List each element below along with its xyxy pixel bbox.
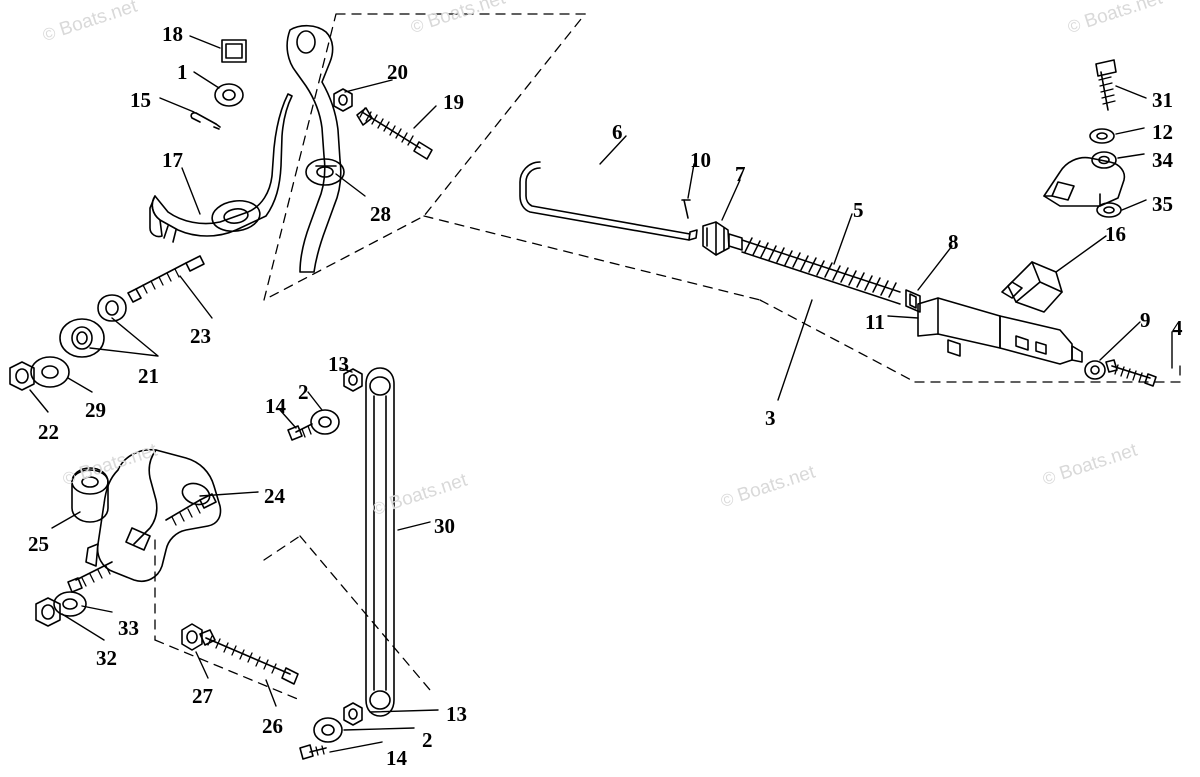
callout-21: 21 <box>138 364 159 388</box>
callout-2-top: 2 <box>298 380 309 404</box>
callout-18: 18 <box>162 22 183 46</box>
callout-14-bottom: 14 <box>386 746 407 770</box>
callout-9: 9 <box>1140 308 1151 332</box>
callout-10: 10 <box>690 148 711 172</box>
part-13-bottom-nut <box>343 702 363 726</box>
part-2-bottom-washer <box>313 717 343 743</box>
part-12-washer <box>1089 128 1115 144</box>
callout-28: 28 <box>370 202 391 226</box>
callout-1: 1 <box>177 60 188 84</box>
callout-4: 4 <box>1172 316 1183 340</box>
callout-5: 5 <box>853 198 864 222</box>
callout-27: 27 <box>192 684 213 708</box>
callout-35: 35 <box>1152 192 1173 216</box>
callout-8: 8 <box>948 230 959 254</box>
callout-13-top: 13 <box>328 352 349 376</box>
part-4-bolt <box>1105 359 1157 387</box>
part-2-top-washer <box>310 409 340 435</box>
callout-23: 23 <box>190 324 211 348</box>
callout-6: 6 <box>612 120 623 144</box>
part-20-nut <box>333 88 353 112</box>
part-13-top-nut <box>343 368 363 392</box>
callout-2-bottom: 2 <box>422 728 433 752</box>
part-22-nut <box>9 361 35 391</box>
callout-22: 22 <box>38 420 59 444</box>
callout-30: 30 <box>434 514 455 538</box>
part-24-lower-lever <box>85 448 222 582</box>
part-17-shift-lever <box>149 24 345 273</box>
part-1-washer <box>214 83 244 107</box>
callout-15: 15 <box>130 88 151 112</box>
callout-31: 31 <box>1152 88 1173 112</box>
callout-7: 7 <box>735 162 746 186</box>
callout-29: 29 <box>85 398 106 422</box>
part-9-washer <box>1084 360 1106 380</box>
part-10-pin <box>681 199 691 219</box>
part-29-washer <box>30 356 70 388</box>
part-5-spring <box>741 237 901 305</box>
part-21-bushings <box>59 294 127 358</box>
part-30-link-rod <box>365 367 395 717</box>
part-6-shift-rod <box>519 161 698 241</box>
callout-24: 24 <box>264 484 285 508</box>
part-lower-stud <box>67 561 113 593</box>
part-25-bushing <box>71 467 109 523</box>
callout-3: 3 <box>765 406 776 430</box>
callout-13-bottom: 13 <box>446 702 467 726</box>
callout-16: 16 <box>1105 222 1126 246</box>
part-31-bolt <box>1095 59 1117 111</box>
callout-26: 26 <box>262 714 283 738</box>
callout-33: 33 <box>118 616 139 640</box>
part-18-spacer <box>221 39 247 63</box>
callout-19: 19 <box>443 90 464 114</box>
part-14-bottom-bolt <box>299 744 327 760</box>
part-7-connector <box>702 221 743 256</box>
part-16-block <box>1001 261 1063 313</box>
part-35-washer <box>1096 202 1122 218</box>
callout-14-top: 14 <box>265 394 286 418</box>
callout-11: 11 <box>865 310 885 334</box>
part-27-nut <box>181 623 203 651</box>
callout-25: 25 <box>28 532 49 556</box>
callout-34: 34 <box>1152 148 1173 172</box>
part-15-cotter-pin <box>190 112 221 130</box>
part-26-bolt <box>199 629 299 685</box>
part-33-washer <box>53 591 87 617</box>
part-23-bolt <box>127 255 205 303</box>
callout-17: 17 <box>162 148 183 172</box>
callout-leader-lines <box>29 35 1173 753</box>
part-34-bracket <box>1043 151 1126 207</box>
part-8-bushing <box>905 289 921 313</box>
callout-32: 32 <box>96 646 117 670</box>
part-32-nut <box>35 597 61 627</box>
part-19-bolt <box>356 107 433 160</box>
assembly-reference-lines <box>154 13 1181 701</box>
callout-12: 12 <box>1152 120 1173 144</box>
callout-20: 20 <box>387 60 408 84</box>
part-11-shift-tube <box>917 297 1083 365</box>
part-14-top-bolt <box>287 423 313 441</box>
